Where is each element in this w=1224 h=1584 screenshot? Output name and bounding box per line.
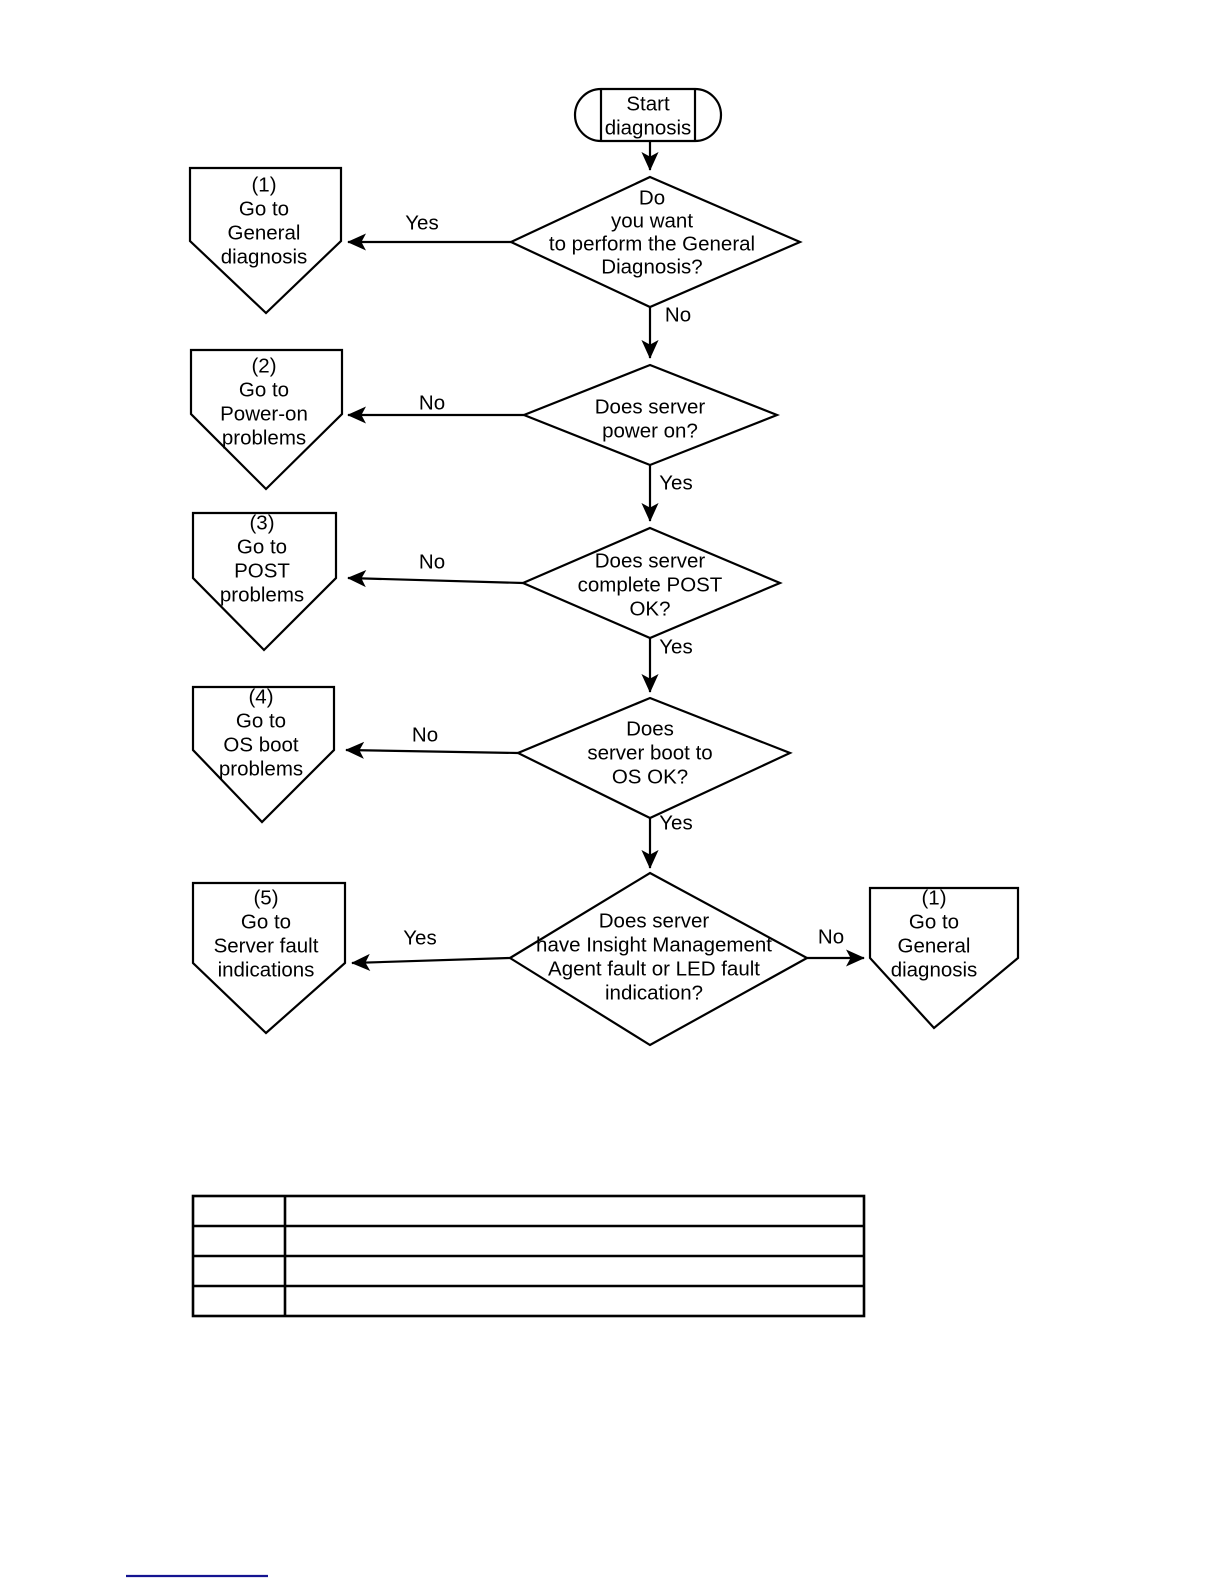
edge-d4-no <box>345 741 519 759</box>
g3-line-2: POST <box>234 559 290 582</box>
g6-line-3: diagnosis <box>891 958 978 981</box>
g2-number: (2) <box>251 354 276 377</box>
g5-line-1: Go to <box>241 910 291 933</box>
d2-line-1: Does server <box>595 395 706 418</box>
g4-line-2: OS boot <box>223 733 299 756</box>
g3-line-3: problems <box>220 583 304 606</box>
d3-line-1: Does server <box>595 549 706 572</box>
g1-line-2: General <box>228 221 301 244</box>
d4-line-1: Does <box>626 717 674 740</box>
g5-number: (5) <box>253 886 278 909</box>
edge-label-d2-no: No <box>419 391 445 414</box>
node-goto-os-boot-problems: (4) Go to OS boot problems <box>191 685 336 824</box>
d4-line-3: OS OK? <box>612 765 688 788</box>
d5-line-3: Agent fault or LED fault <box>548 957 760 980</box>
node-goto-server-fault-indications: (5) Go to Server fault indications <box>191 881 347 1035</box>
edge-label-d3-yes: Yes <box>659 635 692 658</box>
g2-line-3: problems <box>222 426 306 449</box>
d4-line-2: server boot to <box>587 741 712 764</box>
d5-line-2: have Insight Management <box>536 933 772 956</box>
edge-label-d1-no: No <box>665 303 691 326</box>
d3-line-3: OK? <box>629 597 670 620</box>
g2-line-1: Go to <box>239 378 289 401</box>
legend-table <box>191 1194 866 1318</box>
g1-line-1: Go to <box>239 197 289 220</box>
node-decision-os-boot-ok: Does server boot to OS OK? <box>515 696 793 820</box>
g3-line-1: Go to <box>237 535 287 558</box>
edge-label-d5-no: No <box>818 925 844 948</box>
node-goto-post-problems: (3) Go to POST problems <box>191 511 338 652</box>
edge-label-d5-yes: Yes <box>403 926 436 949</box>
d2-line-2: power on? <box>602 419 698 442</box>
edge-d3-no <box>347 569 524 588</box>
node-decision-post-ok: Does server complete POST OK? <box>520 526 783 640</box>
g6-line-1: Go to <box>909 910 959 933</box>
g4-line-3: problems <box>219 757 303 780</box>
edge-label-d4-no: No <box>412 723 438 746</box>
edge-label-d1-yes: Yes <box>405 211 438 234</box>
g3-number: (3) <box>249 511 274 534</box>
edge-label-d2-yes: Yes <box>659 471 692 494</box>
node-decision-server-power-on: Does server power on? <box>521 363 781 467</box>
start-line-1: Start <box>626 92 670 115</box>
g1-line-3: diagnosis <box>221 245 308 268</box>
g4-line-1: Go to <box>236 709 286 732</box>
edge-label-d3-no: No <box>419 550 445 573</box>
node-goto-power-on-problems: (2) Go to Power-on problems <box>189 348 344 491</box>
node-goto-general-diagnosis-2: (1) Go to General diagnosis <box>868 886 1020 1030</box>
g6-line-2: General <box>898 934 971 957</box>
node-start-diagnosis: Start diagnosis <box>573 87 723 143</box>
edge-d5-yes <box>351 953 511 972</box>
edge-label-d4-yes: Yes <box>659 811 692 834</box>
d3-line-2: complete POST <box>578 573 723 596</box>
d1-line-3: to perform the General <box>549 232 755 255</box>
d5-line-1: Does server <box>599 909 710 932</box>
g1-number: (1) <box>251 173 276 196</box>
g5-line-3: indications <box>218 958 315 981</box>
g2-line-2: Power-on <box>220 402 308 425</box>
g6-number: (1) <box>921 886 946 909</box>
d1-line-1: Do <box>639 186 665 209</box>
node-goto-general-diagnosis-1: (1) Go to General diagnosis <box>188 166 343 315</box>
d1-line-4: Diagnosis? <box>601 255 702 278</box>
g5-line-2: Server fault <box>214 934 319 957</box>
node-decision-insight-management-fault: Does server have Insight Management Agen… <box>507 871 810 1047</box>
g4-number: (4) <box>248 685 273 708</box>
node-decision-general-diagnosis: Do you want to perform the General Diagn… <box>508 175 803 309</box>
d1-line-2: you want <box>611 209 693 232</box>
d5-line-4: indication? <box>605 981 703 1004</box>
start-line-2: diagnosis <box>605 116 692 139</box>
